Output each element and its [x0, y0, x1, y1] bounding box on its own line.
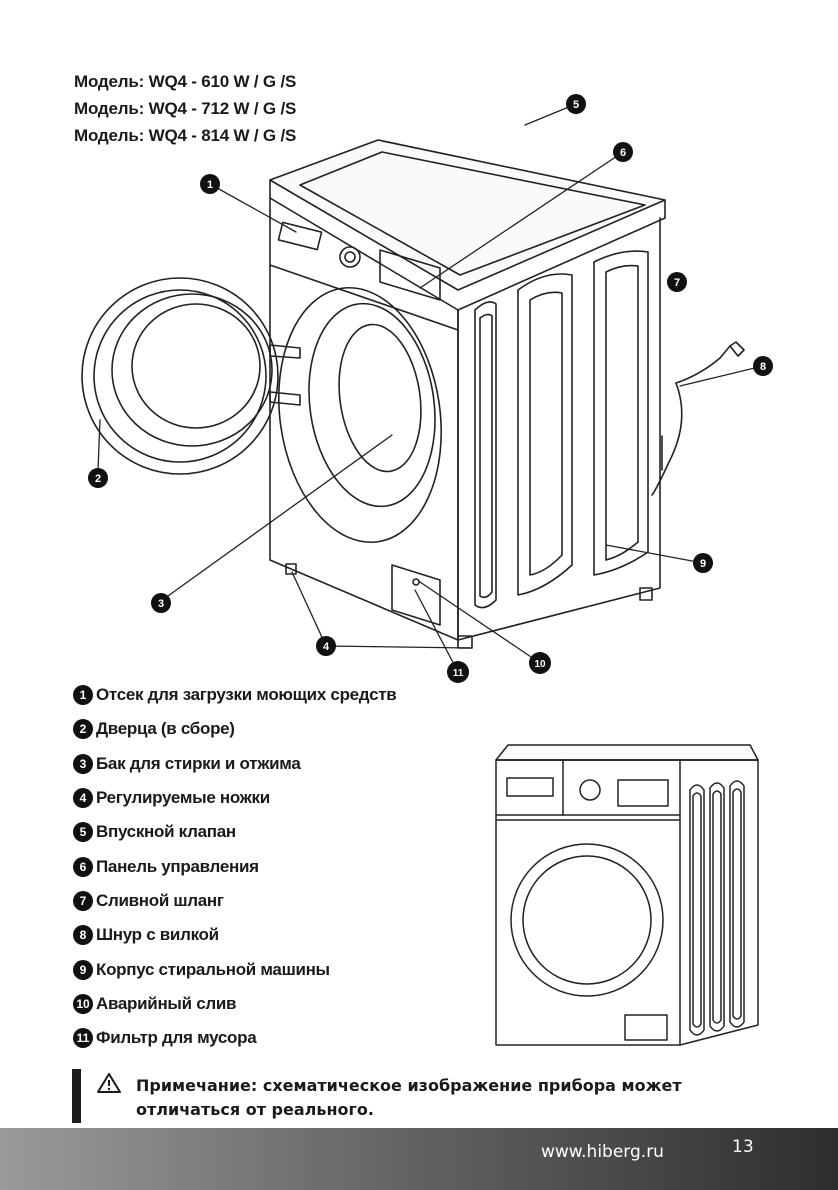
machine-small-drawing [495, 744, 759, 1046]
website-link[interactable]: www.hiberg.ru [541, 1142, 664, 1162]
callout-1: 1 [200, 174, 220, 194]
warning-icon [96, 1072, 122, 1099]
page-footer: www.hiberg.ru 13 [0, 1128, 838, 1190]
note-line-2: отличаться от реального. [136, 1100, 374, 1119]
legend-number: 10 [73, 993, 93, 1014]
legend-label: Панель управления [96, 856, 259, 876]
callout-2: 2 [88, 468, 108, 488]
legend-number: 2 [73, 719, 93, 740]
model-line: Модель: WQ4 - 814 W / G /S [74, 126, 297, 145]
note-bar [72, 1069, 81, 1123]
note-text: Примечание: схематическое изображение пр… [136, 1074, 682, 1122]
callout-markers: 1 2 3 4 5 6 7 8 9 10 11 [88, 94, 773, 683]
svg-text:5: 5 [573, 99, 579, 111]
svg-text:2: 2 [95, 473, 101, 485]
svg-text:6: 6 [620, 147, 626, 159]
page-number: 13 [732, 1137, 754, 1157]
callout-8: 8 [753, 356, 773, 376]
svg-text:3: 3 [158, 598, 164, 610]
legend-label: Корпус стиральной машины [96, 959, 330, 979]
callout-4: 4 [316, 636, 336, 656]
model-list: Модель: WQ4 - 610 W / G /S Модель: WQ4 -… [74, 68, 296, 149]
legend-label: Регулируемые ножки [96, 788, 270, 808]
svg-text:11: 11 [453, 668, 464, 679]
svg-text:9: 9 [700, 558, 706, 570]
note-block: Примечание: схематическое изображение пр… [72, 1066, 772, 1123]
legend-label: Сливной шланг [96, 890, 224, 910]
legend-number: 7 [73, 890, 93, 911]
legend-number: 3 [73, 753, 93, 774]
legend-number: 9 [73, 959, 93, 980]
svg-text:7: 7 [674, 277, 680, 289]
legend-label: Аварийный слив [96, 993, 237, 1013]
machine-main-drawing [269, 139, 745, 649]
legend-number: 8 [73, 925, 93, 946]
model-line: Модель: WQ4 - 712 W / G /S [74, 99, 297, 118]
legend-label: Отсек для загрузки моющих средств [96, 685, 397, 705]
legend-number: 6 [73, 856, 93, 877]
legend-number: 5 [73, 822, 93, 843]
legend-number: 4 [73, 788, 93, 809]
callout-5: 5 [566, 94, 586, 114]
legend-number: 11 [73, 1028, 93, 1049]
legend-label: Фильтр для мусора [96, 1028, 257, 1048]
callout-3: 3 [151, 593, 171, 613]
svg-text:8: 8 [760, 361, 766, 373]
model-line: Модель: WQ4 - 610 W / G /S [74, 72, 297, 91]
legend-label: Бак для стирки и отжима [96, 753, 301, 773]
note-line-1: Примечание: схематическое изображение пр… [136, 1076, 682, 1095]
callout-9: 9 [693, 553, 713, 573]
svg-text:10: 10 [534, 659, 546, 670]
door-drawing [81, 277, 301, 475]
legend-label: Дверца (в сборе) [96, 719, 235, 739]
svg-text:1: 1 [207, 179, 213, 191]
callout-6: 6 [613, 142, 633, 162]
svg-text:4: 4 [323, 641, 330, 653]
callout-11: 11 [447, 661, 469, 683]
legend-label: Впускной клапан [96, 822, 236, 842]
legend-label: Шнур с вилкой [96, 925, 219, 945]
legend-number: 1 [73, 685, 93, 706]
callout-7: 7 [667, 272, 687, 292]
callout-10: 10 [529, 652, 551, 674]
